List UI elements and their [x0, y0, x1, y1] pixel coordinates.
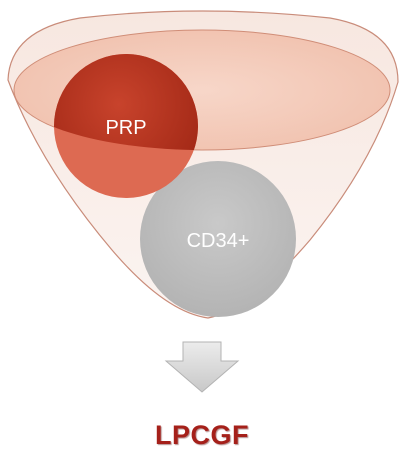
prp-label: PRP: [105, 117, 146, 139]
down-arrow-icon: [164, 341, 240, 393]
cd34-circle: CD34+: [140, 161, 296, 317]
prp-circle: PRP: [54, 54, 198, 198]
result-label: LPCGF: [155, 420, 249, 450]
cd34-label: CD34+: [187, 230, 250, 252]
